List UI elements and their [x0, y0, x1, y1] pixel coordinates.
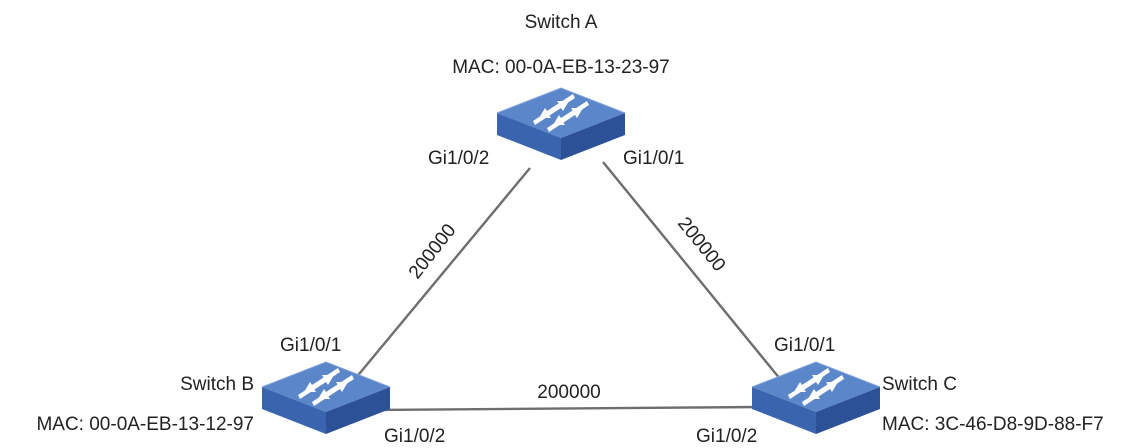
switch-b-port-top: Gi1/0/1 [280, 335, 341, 356]
link-a-b [349, 167, 531, 386]
switch-a-icon [496, 87, 626, 161]
link-b-c-cost: 200000 [537, 382, 600, 403]
switch-a-mac: MAC: 00-0A-EB-13-23-97 [452, 57, 670, 78]
switch-a-port-left: Gi1/0/2 [428, 148, 489, 169]
switch-c-mac: MAC: 3C-46-D8-9D-88-F7 [882, 414, 1104, 435]
switch-b-name: Switch B [180, 374, 254, 395]
link-a-b-cost: 200000 [405, 220, 461, 283]
switch-c-port-top: Gi1/0/1 [774, 335, 835, 356]
switch-a-name: Switch A [525, 12, 598, 33]
switch-b-port-bottom: Gi1/0/2 [384, 426, 445, 447]
switch-a-port-right: Gi1/0/1 [623, 148, 684, 169]
switch-b-mac: MAC: 00-0A-EB-13-12-97 [36, 414, 254, 435]
switch-c-icon [751, 361, 881, 435]
switch-c-name: Switch C [882, 374, 957, 395]
link-a-c-cost: 200000 [673, 213, 729, 275]
link-b-c [374, 405, 761, 412]
switch-c-port-bottom: Gi1/0/2 [696, 426, 757, 447]
switch-b-icon [261, 361, 391, 435]
link-a-c [602, 161, 786, 386]
